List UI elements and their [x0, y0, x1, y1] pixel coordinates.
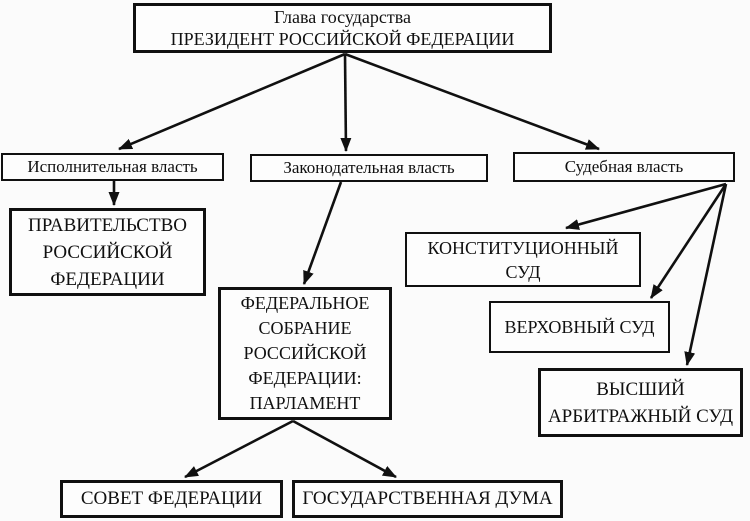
president-subtitle: Глава государства	[273, 7, 412, 27]
edge-assembly-duma	[292, 419, 397, 479]
government-line: РОССИЙСКОЙ	[42, 241, 173, 263]
supcourt-label: ВЕРХОВНЫЙ СУД	[504, 316, 655, 337]
government-line: ФЕДЕРАЦИИ	[50, 268, 165, 290]
constcourt-line: СУД	[505, 261, 541, 282]
edge-president-legislative	[340, 53, 352, 152]
assembly-line: ФЕДЕРАЛЬНОЕ	[240, 293, 370, 313]
assembly-line: ФЕДЕРАЦИИ:	[248, 368, 362, 388]
node-supreme-court: ВЕРХОВНЫЙ СУД	[489, 301, 670, 353]
fedcouncil-label: СОВЕТ ФЕДЕРАЦИИ	[80, 488, 263, 510]
edge-legislative-assembly	[302, 181, 343, 285]
assembly-line: РОССИЙСКОЙ	[243, 343, 367, 363]
executive-label: Исполнительная власть	[27, 156, 198, 176]
edge-president-judicial	[344, 52, 600, 151]
node-constitutional-court: КОНСТИТУЦИОННЫЙ СУД	[405, 232, 641, 287]
assembly-line: СОБРАНИЕ	[258, 318, 352, 338]
edge-judicial-arbitration	[684, 183, 728, 366]
edge-judicial-constcourt	[565, 182, 727, 230]
government-line: ПРАВИТЕЛЬСТВО	[28, 214, 187, 236]
duma-label: ГОСУДАРСТВЕННАЯ ДУМА	[302, 488, 553, 510]
edge-president-executive	[118, 52, 346, 151]
node-state-duma: ГОСУДАРСТВЕННАЯ ДУМА	[292, 480, 563, 518]
edge-assembly-fedcouncil	[184, 419, 294, 479]
president-title: ПРЕЗИДЕНТ РОССИЙСКОЙ ФЕДЕРАЦИИ	[170, 29, 515, 49]
arbitration-line: АРБИТРАЖНЫЙ СУД	[547, 405, 734, 427]
node-arbitration-court: ВЫСШИЙ АРБИТРАЖНЫЙ СУД	[538, 368, 743, 437]
judicial-label: Судебная власть	[564, 156, 684, 176]
node-federation-council: СОВЕТ ФЕДЕРАЦИИ	[60, 480, 283, 518]
constcourt-line: КОНСТИТУЦИОННЫЙ	[427, 237, 619, 258]
node-executive-power: Исполнительная власть	[1, 153, 224, 181]
node-president: Глава государства ПРЕЗИДЕНТ РОССИЙСКОЙ Ф…	[133, 3, 552, 53]
node-judicial-power: Судебная власть	[513, 152, 735, 182]
edge-judicial-supcourt	[649, 183, 728, 299]
node-legislative-power: Законодательная власть	[250, 154, 488, 182]
legislative-label: Законодательная власть	[283, 157, 455, 177]
arbitration-line: ВЫСШИЙ	[596, 378, 685, 400]
node-federal-assembly: ФЕДЕРАЛЬНОЕ СОБРАНИЕ РОССИЙСКОЙ ФЕДЕРАЦИ…	[218, 287, 392, 420]
assembly-line: ПАРЛАМЕНТ	[249, 393, 361, 413]
node-government: ПРАВИТЕЛЬСТВО РОССИЙСКОЙ ФЕДЕРАЦИИ	[9, 208, 206, 296]
